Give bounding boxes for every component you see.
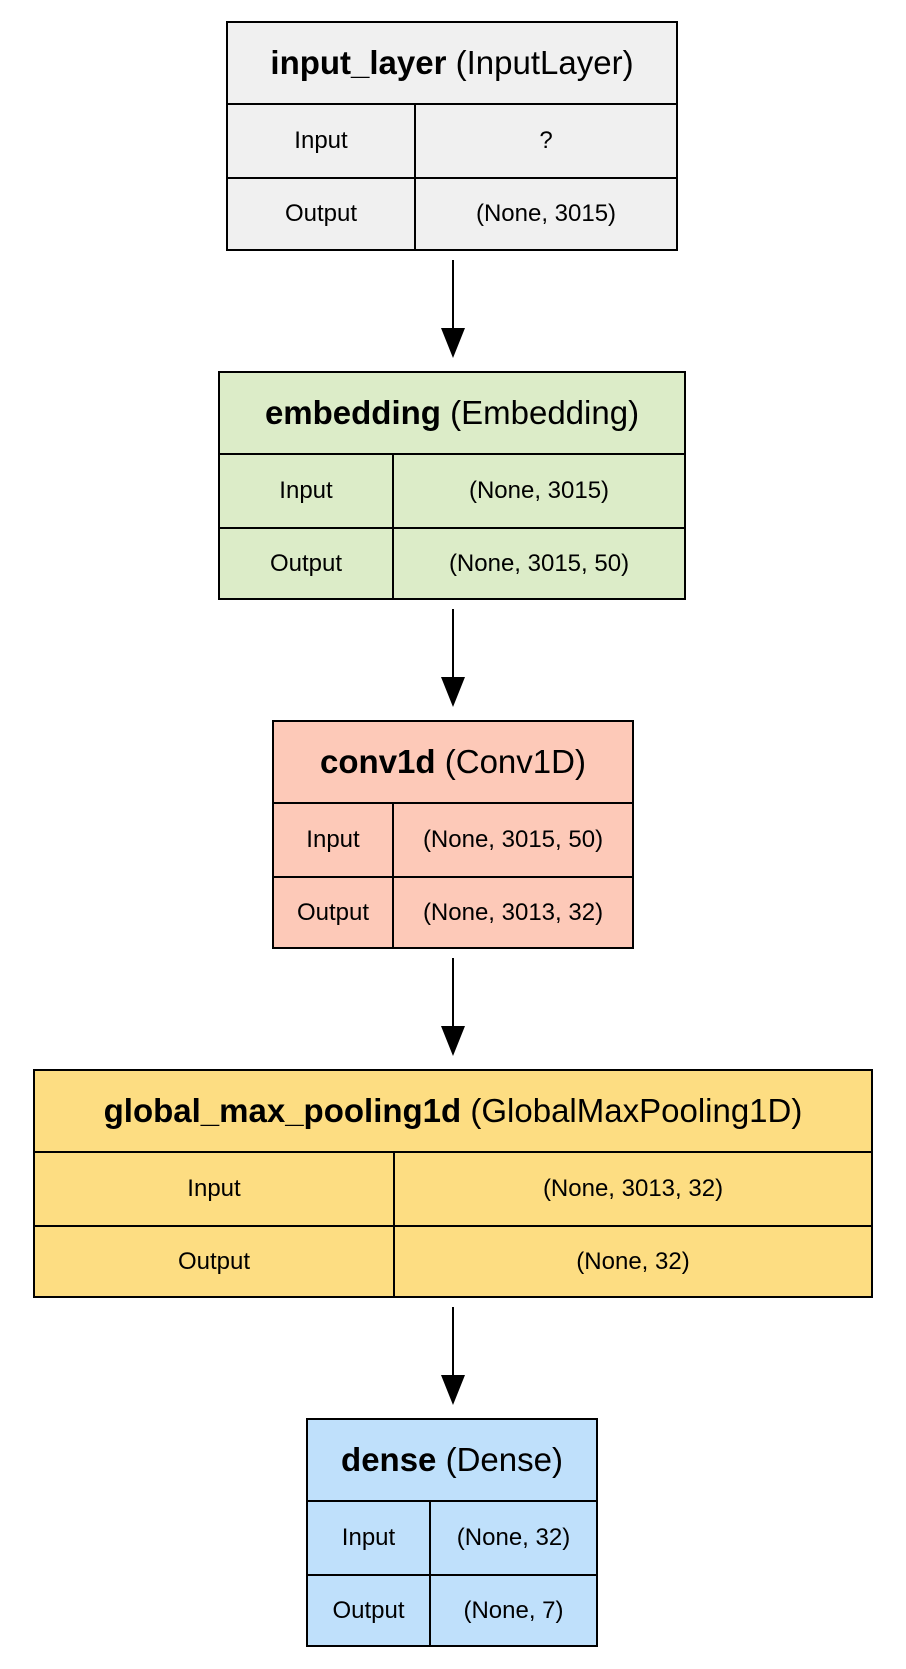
layer-node-dense: dense(Dense) Input (None, 32) Output (No… xyxy=(306,1418,598,1647)
output-shape-row: Output (None, 3015) xyxy=(228,177,676,249)
arrow-embedding-to-conv1d xyxy=(441,609,465,707)
input-shape: (None, 3015) xyxy=(468,477,610,504)
output-shape: (None, 3015, 50) xyxy=(448,550,630,577)
layer-node-input-layer: input_layer(InputLayer) Input ? Output (… xyxy=(226,21,678,251)
layer-title: global_max_pooling1d(GlobalMaxPooling1D) xyxy=(35,1071,871,1153)
layer-name: conv1d xyxy=(320,743,436,780)
layer-class-name: (Embedding) xyxy=(450,394,640,431)
input-shape-row: Input (None, 3013, 32) xyxy=(35,1153,871,1225)
layer-class-name: (Dense) xyxy=(445,1441,563,1478)
layer-name: dense xyxy=(341,1441,437,1478)
output-label: Output xyxy=(274,878,394,948)
input-label: Input xyxy=(220,455,394,527)
layer-title: input_layer(InputLayer) xyxy=(228,23,676,105)
arrow-input-to-embedding xyxy=(441,260,465,358)
output-label: Output xyxy=(220,529,394,599)
layer-name: embedding xyxy=(264,394,441,431)
output-shape: (None, 7) xyxy=(463,1597,564,1624)
output-label: Output xyxy=(35,1227,395,1297)
input-label: Input xyxy=(35,1153,395,1225)
arrow-conv1d-to-pooling xyxy=(441,958,465,1056)
input-shape: (None, 3013, 32) xyxy=(542,1175,724,1202)
input-shape-row: Input (None, 32) xyxy=(308,1502,596,1574)
output-shape-row: Output (None, 32) xyxy=(35,1225,871,1297)
input-shape: (None, 3015, 50) xyxy=(422,826,604,853)
layer-class-name: (Conv1D) xyxy=(444,743,586,780)
layer-name: input_layer xyxy=(270,44,447,81)
output-shape: (None, 32) xyxy=(576,1248,690,1275)
output-shape: (None, 3015) xyxy=(475,200,617,227)
output-shape-row: Output (None, 3015, 50) xyxy=(220,527,684,599)
layer-class-name: (GlobalMaxPooling1D) xyxy=(470,1092,803,1129)
output-label: Output xyxy=(228,179,416,249)
input-shape-row: Input (None, 3015) xyxy=(220,455,684,527)
input-label: Input xyxy=(228,105,416,177)
input-shape-row: Input ? xyxy=(228,105,676,177)
layer-node-conv1d: conv1d(Conv1D) Input (None, 3015, 50) Ou… xyxy=(272,720,634,949)
input-shape-row: Input (None, 3015, 50) xyxy=(274,804,632,876)
arrow-pooling-to-dense xyxy=(441,1307,465,1405)
input-label: Input xyxy=(308,1502,431,1574)
layer-name: global_max_pooling1d xyxy=(103,1092,462,1129)
layer-class-name: (InputLayer) xyxy=(455,44,634,81)
layer-node-global-max-pooling1d: global_max_pooling1d(GlobalMaxPooling1D)… xyxy=(33,1069,873,1298)
layer-title: dense(Dense) xyxy=(308,1420,596,1502)
output-label: Output xyxy=(308,1576,431,1646)
layer-node-embedding: embedding(Embedding) Input (None, 3015) … xyxy=(218,371,686,600)
input-shape: (None, 32) xyxy=(456,1524,571,1551)
input-shape: ? xyxy=(539,127,553,154)
layer-title: embedding(Embedding) xyxy=(220,373,684,455)
output-shape-row: Output (None, 7) xyxy=(308,1574,596,1646)
output-shape-row: Output (None, 3013, 32) xyxy=(274,876,632,948)
input-label: Input xyxy=(274,804,394,876)
layer-title: conv1d(Conv1D) xyxy=(274,722,632,804)
output-shape: (None, 3013, 32) xyxy=(422,899,604,926)
